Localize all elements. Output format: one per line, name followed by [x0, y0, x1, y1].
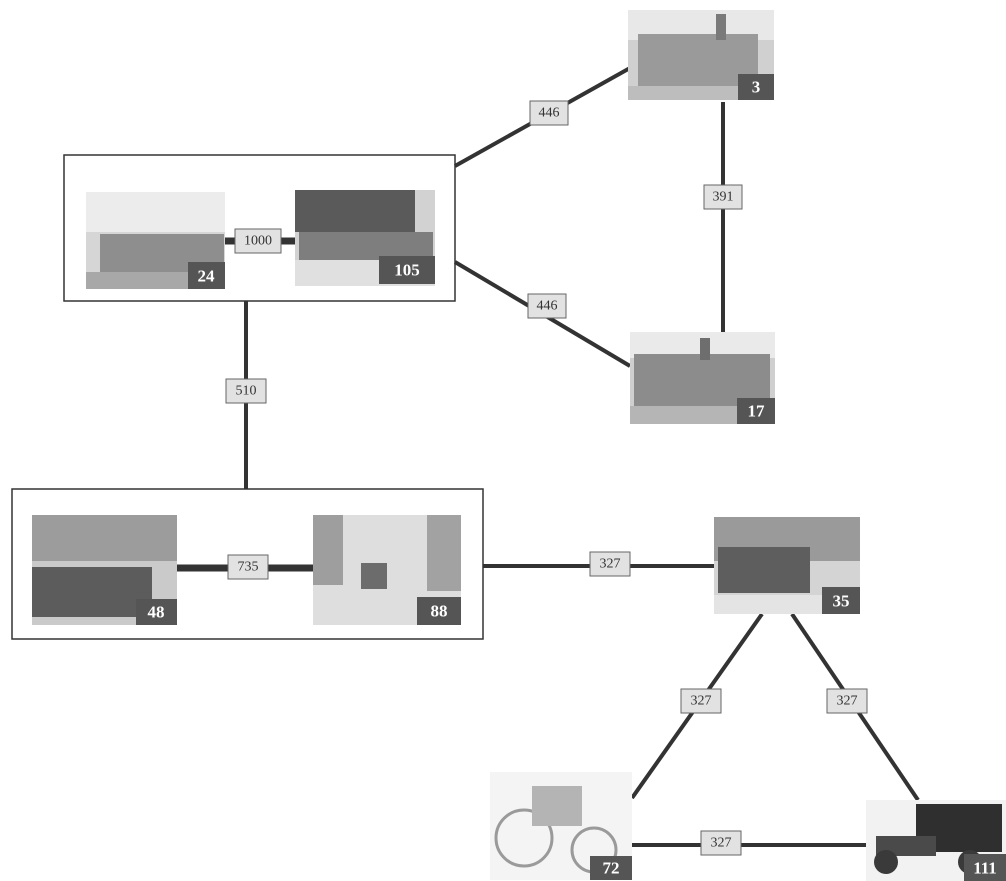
node-photo-building [634, 354, 770, 406]
node-photo-wheel-left [494, 808, 554, 868]
node-photo-smoke [32, 515, 177, 561]
edge-label-group-group: 510 [225, 378, 267, 404]
edge-label-24-105: 1000 [234, 228, 282, 254]
node-id-label: 35 [833, 592, 850, 611]
node-photo-vehicle [361, 563, 387, 589]
edge-label-35-72: 327 [680, 688, 722, 714]
node-3: 3 [628, 10, 774, 100]
node-17: 17 [630, 332, 775, 424]
node-photo-trees [295, 190, 415, 232]
node-id-label: 111 [973, 859, 997, 878]
edge-label-group-35: 327 [589, 551, 631, 577]
node-id-label: 72 [603, 859, 620, 878]
edge-label-box [234, 228, 282, 254]
edge-label-box [826, 688, 868, 714]
node-photo-bus [718, 547, 810, 593]
edge-label-group-17: 446 [527, 293, 567, 319]
node-35: 35 [714, 517, 860, 614]
node-badge [188, 262, 225, 289]
node-badge [737, 398, 775, 424]
group-box-24-105 [63, 154, 456, 302]
edge-label-text: 1000 [244, 234, 272, 249]
edge-label-text: 510 [236, 384, 257, 399]
node-id-label: 105 [394, 261, 420, 280]
edge-label-box [225, 378, 267, 404]
edge-label-text: 735 [238, 560, 259, 575]
edge-label-box [589, 551, 631, 577]
node-photo-body [532, 786, 582, 826]
edge-label-text: 327 [600, 557, 621, 572]
node-id-label: 48 [148, 603, 165, 622]
node-photo-wheel-left [874, 850, 898, 874]
node-72: 72 [490, 772, 632, 880]
node-photo-tower [716, 14, 726, 40]
node-photo-ground [628, 86, 774, 100]
node-id-label: 24 [198, 267, 216, 286]
edge-label-group-3: 446 [529, 100, 569, 126]
edge-label-text: 327 [691, 694, 712, 709]
edge-label-text: 327 [711, 836, 732, 851]
node-111: 111 [866, 800, 1006, 881]
node-48: 48 [32, 515, 177, 625]
node-photo-tram [299, 232, 433, 260]
node-photo-tower [700, 338, 710, 360]
node-id-label: 88 [431, 602, 448, 621]
node-badge [822, 587, 860, 614]
edge-label-48-88: 735 [227, 554, 269, 580]
node-badge [738, 74, 774, 100]
node-105: 105 [295, 190, 435, 286]
node-badge [964, 854, 1006, 881]
edge-label-text: 446 [539, 106, 560, 121]
edge-label-box [703, 184, 743, 210]
node-id-label: 17 [748, 402, 766, 421]
node-24: 24 [86, 192, 225, 289]
node-badge [417, 597, 461, 625]
node-photo-train [32, 567, 152, 617]
edge-lines [177, 66, 920, 847]
edge-label-35-111: 327 [826, 688, 868, 714]
edge-label-box [529, 100, 569, 126]
node-badge [379, 256, 435, 284]
edge-label-box [700, 830, 742, 856]
edge-label-box [227, 554, 269, 580]
edge-label-text: 446 [537, 299, 558, 314]
node-photo-right-building [427, 515, 461, 591]
node-photo-hood [876, 836, 936, 856]
edge-label-box [680, 688, 722, 714]
edge-label-box [527, 293, 567, 319]
node-88: 88 [313, 515, 461, 625]
node-badge [136, 599, 177, 625]
node-badge [590, 856, 632, 880]
node-id-label: 3 [752, 78, 761, 97]
edge-label-72-111: 327 [700, 830, 742, 856]
edge-label-text: 327 [837, 694, 858, 709]
node-photo-left-building [313, 515, 343, 585]
edge-label-text: 391 [713, 190, 734, 205]
node-photo-sky [86, 192, 225, 232]
edge-label-3-17: 391 [703, 184, 743, 210]
